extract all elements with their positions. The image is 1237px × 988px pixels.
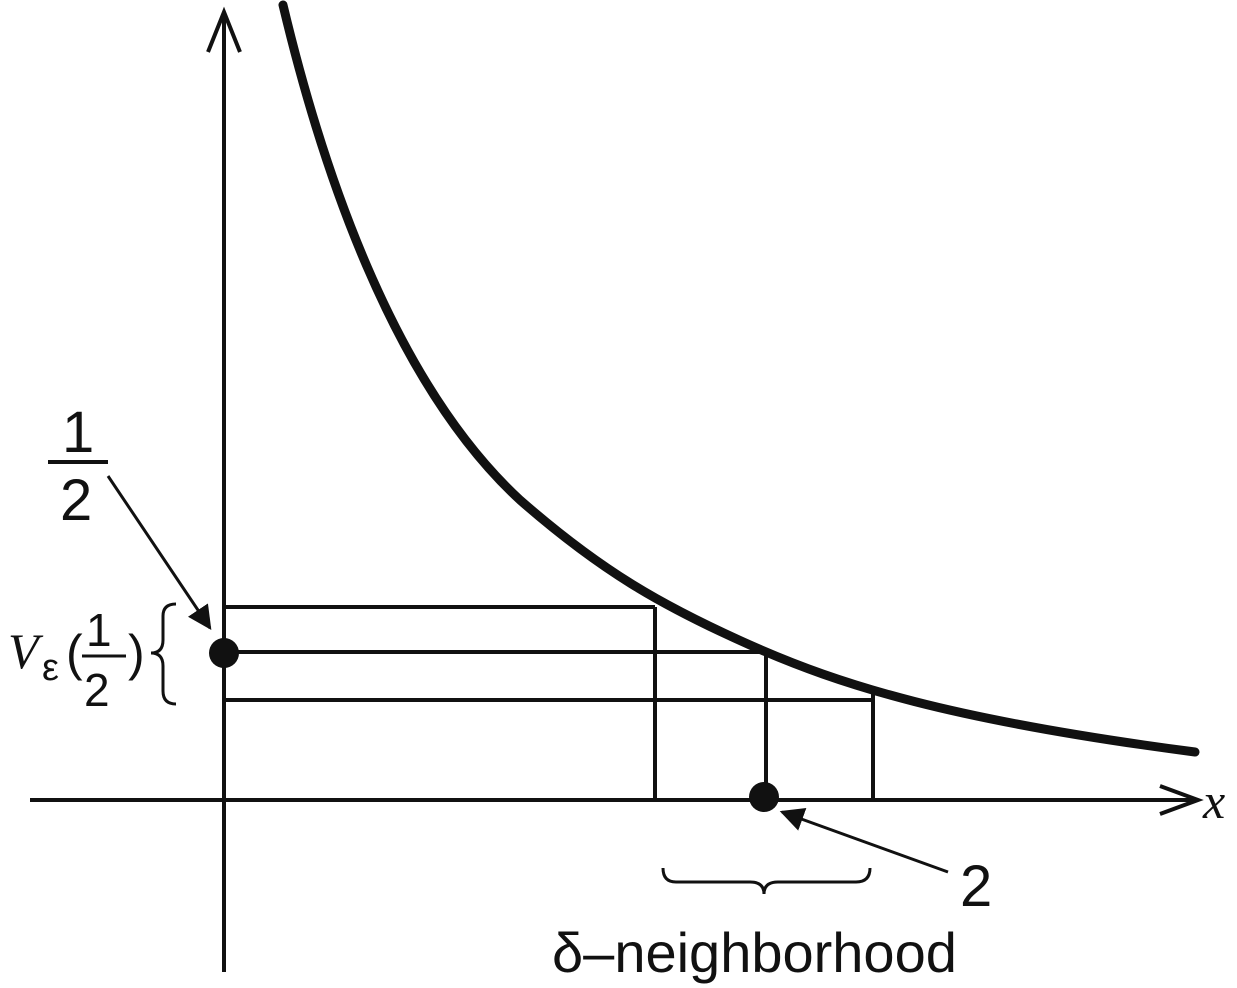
delta-neighborhood-label: δ–neighborhood	[552, 921, 957, 984]
x-axis-arrow-icon	[1159, 784, 1204, 816]
half-pointer-arrow	[106, 475, 212, 630]
v-label-subscript: ε	[42, 647, 59, 689]
v-label-denominator: 2	[84, 664, 110, 716]
two-dot-icon	[749, 782, 779, 812]
v-label-close-paren: )	[128, 625, 145, 681]
half-label-denominator: 2	[60, 468, 92, 533]
two-pointer-arrow	[779, 808, 949, 874]
v-label-open-paren: (	[66, 625, 83, 681]
v-epsilon-curly-brace-icon	[150, 602, 177, 706]
x-axis-label: x	[1202, 773, 1225, 829]
half-label-numerator: 1	[62, 400, 94, 465]
v-label-numerator: 1	[86, 604, 112, 656]
two-label: 2	[960, 854, 992, 919]
delta-curly-brace-icon	[661, 867, 872, 895]
half-dot-icon	[209, 638, 239, 668]
v-label-symbol: V	[8, 623, 44, 679]
curve	[278, 0, 1200, 757]
y-axis-arrow-icon	[206, 6, 242, 53]
